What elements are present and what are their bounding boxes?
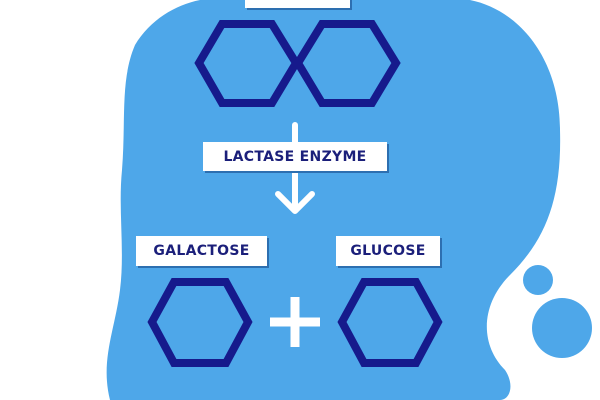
galactose-label: GALACTOSE [136, 236, 267, 266]
glucose-hexagon [337, 278, 443, 367]
decorative-circle-large [532, 298, 592, 358]
lactose-hexagon-right [293, 20, 401, 107]
plus-icon [270, 297, 320, 347]
background-blob [106, 0, 561, 400]
decorative-circle-small [523, 265, 553, 295]
glucose-label: GLUCOSE [336, 236, 440, 266]
lactase-enzyme-label: LACTASE ENZYME [203, 142, 387, 171]
galactose-hexagon [147, 278, 253, 367]
lactose-label [245, 0, 350, 8]
reaction-arrow-icon [275, 122, 315, 214]
